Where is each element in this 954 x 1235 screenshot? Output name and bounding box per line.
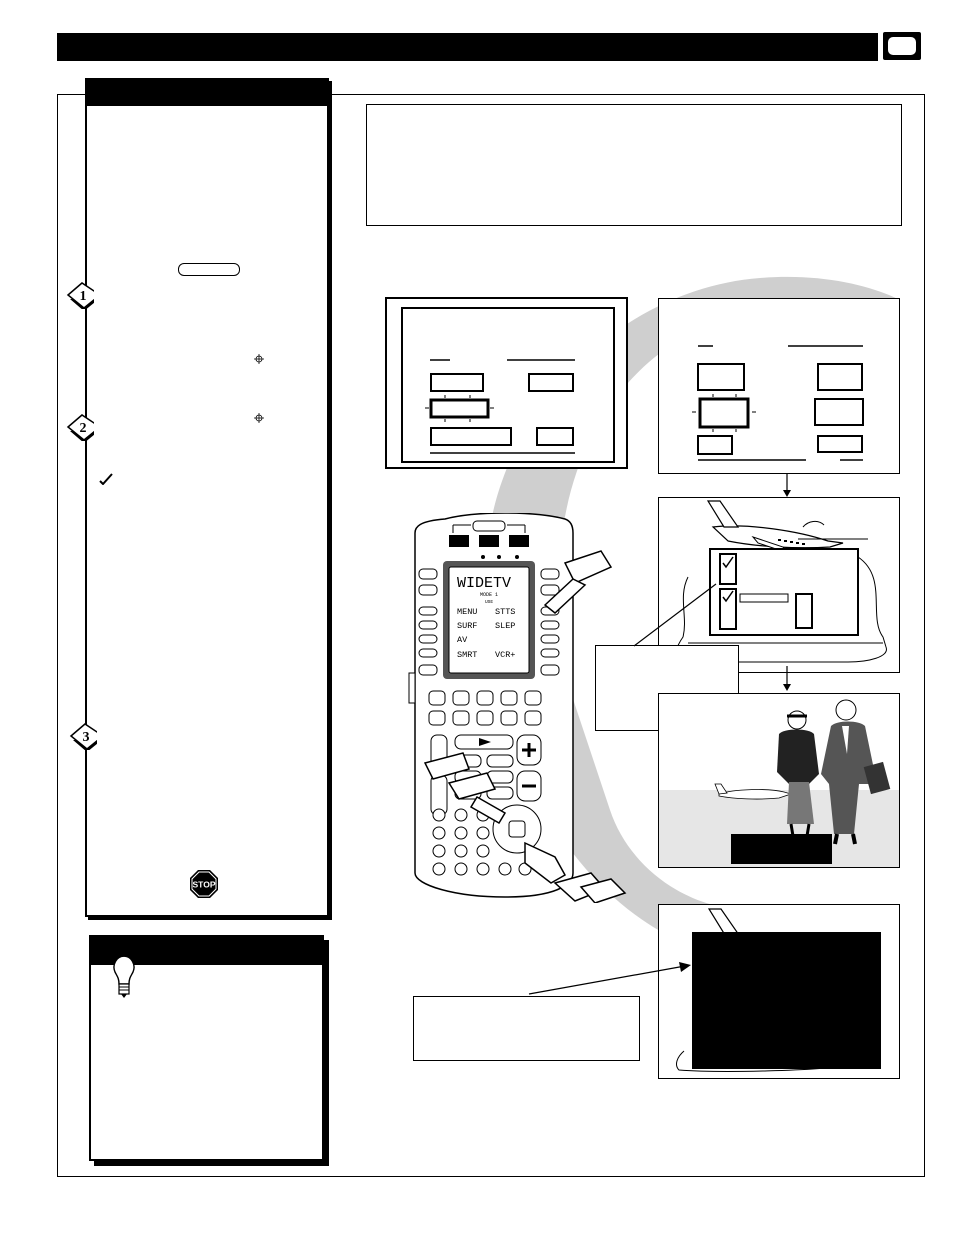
stop-label: STOP [193,880,216,890]
step-3-badge: 3 [69,723,97,750]
check-icon [99,473,113,485]
lightbulb-icon [97,938,151,998]
header-bar [57,33,878,61]
remote-button-oval [178,263,240,276]
down-arrow [783,474,791,497]
lcd-item-menu: MENU [457,607,477,617]
intro-text-box [366,104,902,226]
lcd-title: WIDETV [457,575,511,592]
lcd-sub: USE [485,599,493,605]
instruction-panel-heading [85,78,329,106]
stop-sign-icon: STOP [190,870,218,898]
lcd-item-stts: STTS [495,607,515,617]
down-arrow [783,666,791,691]
blanked-screen-content [676,908,881,1072]
swoosh-arrow-graphic [485,276,900,961]
crosshair-icon [254,413,264,423]
tv-menu-screen-1-content [425,359,575,454]
step-1-badge: 1 [66,282,94,309]
content-frame [57,94,925,1177]
crosshair-icon [254,354,264,364]
step-2-badge: 2 [66,414,94,441]
callout-1-pointer [633,583,717,647]
lcd-item-surf: SURF [457,621,477,631]
tv-menu-screen-2-content [692,345,864,461]
callout-2-pointer [528,962,691,995]
step-2-number: 2 [80,421,87,436]
instruction-panel [85,78,329,917]
callout-box-2 [413,996,640,1061]
tv-screen-icon [883,32,921,60]
lcd-item-smrt: SMRT [457,650,477,660]
lcd-item-vcr: VCR+ [495,650,515,660]
remote-control: WIDETV MODE 1 USE MENU STTS SURF SLEP AV… [408,513,627,903]
step-1-number: 1 [80,289,87,304]
lcd-mode: MODE 1 [480,592,498,598]
lcd-item-slep: SLEP [495,621,515,631]
step-3-number: 3 [83,730,90,745]
airplane-icon [706,500,844,555]
lcd-item-av: AV [457,635,468,645]
airplane-menu-content [675,500,887,663]
couple-picture-content [659,694,899,867]
